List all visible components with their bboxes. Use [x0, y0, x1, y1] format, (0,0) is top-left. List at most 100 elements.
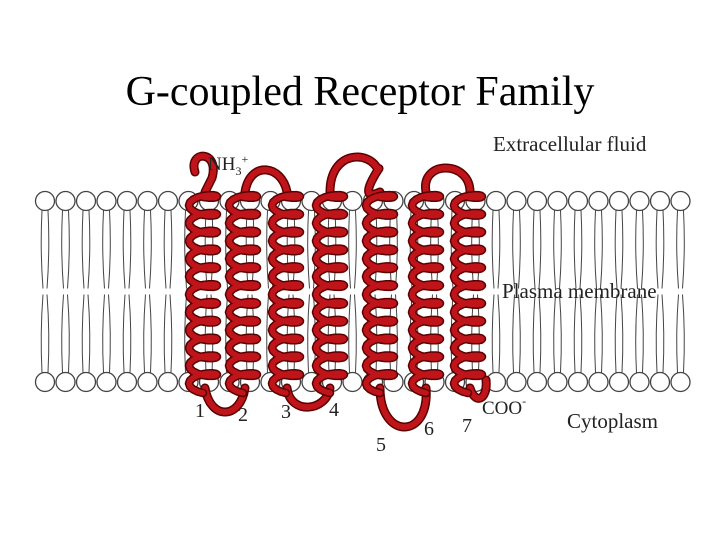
label-plasma-membrane: Plasma membrane [502, 279, 657, 303]
phospholipid-head [137, 371, 158, 393]
protein-loop-fill-3 [242, 166, 290, 195]
protein-loop-fill-1 [191, 153, 217, 195]
lipid-tail [594, 210, 597, 289]
lipid-tail [266, 210, 269, 289]
lipid-tail [87, 294, 91, 373]
lipid-tail [169, 294, 173, 373]
lipid-tail [40, 294, 44, 373]
protein-loop-fill-6 [377, 385, 430, 430]
phospholipid-head [670, 371, 691, 393]
transmembrane-helix-fill-3 [269, 192, 303, 396]
helix-number-7: 7 [462, 415, 472, 437]
lipid-tail [497, 210, 501, 289]
lipid-tail [102, 210, 105, 289]
lipid-tail [184, 210, 187, 289]
transmembrane-helix-fill-1 [186, 192, 220, 396]
phospholipid-head [670, 190, 691, 212]
transmembrane-helix-fill-4 [313, 192, 347, 396]
lipid-tail [538, 210, 542, 289]
c-terminus-superscript: - [522, 394, 526, 408]
transmembrane-helix-fill-5 [363, 192, 397, 396]
lipid-tail [354, 294, 357, 373]
helix-number-2: 2 [238, 404, 248, 426]
transmembrane-helix-fill-6 [409, 192, 443, 396]
lipid-tail [102, 294, 105, 373]
lipid-tail [559, 210, 562, 289]
lipid-tail [682, 294, 685, 373]
lipid-tail [128, 210, 132, 289]
lipid-tail [266, 294, 269, 373]
lipid-tail [122, 294, 126, 373]
lipid-tail [497, 294, 501, 373]
lipid-tail [620, 210, 624, 289]
lipid-tail [635, 294, 638, 373]
lipid-tail [532, 294, 536, 373]
protein-loop-fill-5 [327, 154, 383, 198]
lipid-tail [641, 294, 644, 373]
lipid-tail [67, 294, 70, 373]
lipid-tail [348, 210, 351, 289]
helix-number-3: 3 [281, 401, 291, 423]
lipid-tail [307, 294, 310, 373]
helix-number-6: 6 [424, 418, 434, 440]
phospholipid-head [116, 371, 138, 393]
lipid-tail [163, 210, 167, 289]
phospholipid-head [649, 190, 671, 212]
lipid-tail [143, 210, 146, 289]
phospholipid-head [55, 371, 76, 393]
label-n-terminus: NH3+ [208, 152, 248, 178]
phospholipid-head [506, 371, 527, 393]
phospholipid-head [526, 371, 548, 393]
helix-number-1: 1 [195, 400, 205, 422]
phospholipid-head [96, 371, 117, 393]
lipid-tail [108, 294, 111, 373]
phospholipid-head [567, 371, 589, 393]
lipid-tail [491, 210, 495, 289]
label-cytoplasm: Cytoplasm [567, 409, 658, 433]
lipid-tail [169, 210, 173, 289]
phospholipid-head [137, 190, 158, 212]
lipid-tail [67, 210, 70, 289]
lipid-tail [518, 210, 521, 289]
lipid-tail [614, 294, 618, 373]
lipid-tail [46, 294, 50, 373]
lipid-tail [518, 294, 521, 373]
lipid-tail [108, 210, 111, 289]
lipid-tail [491, 294, 495, 373]
lipid-tail [532, 210, 536, 289]
c-terminus-base: COO [482, 398, 522, 419]
lipid-tail [661, 294, 665, 373]
lipid-tail [661, 210, 665, 289]
transmembrane-helix-fill-2 [226, 192, 260, 396]
phospholipid-head [157, 190, 179, 212]
lipid-tail [163, 294, 167, 373]
lipid-tail [81, 294, 85, 373]
lipid-tail [354, 210, 357, 289]
lipid-tail [143, 294, 146, 373]
lipid-tail [46, 210, 50, 289]
lipid-tail [559, 294, 562, 373]
phospholipid-head [55, 190, 76, 212]
lipid-tail [614, 210, 618, 289]
phospholipid-head [96, 190, 117, 212]
n-terminus-subscript: 3 [235, 164, 241, 178]
lipid-tail [512, 210, 515, 289]
phospholipid-head [547, 371, 568, 393]
phospholipid-head [116, 190, 138, 212]
lipid-tail [641, 210, 644, 289]
lipid-tail [553, 294, 556, 373]
lipid-tail [682, 210, 685, 289]
lipid-tail [81, 210, 85, 289]
protein-loop-fill-7 [422, 165, 473, 195]
lipid-tail [538, 294, 542, 373]
phospholipid-head [342, 371, 363, 393]
lipid-tail [61, 294, 64, 373]
phospholipid-head [608, 371, 630, 393]
lipid-tail [512, 294, 515, 373]
phospholipid-head [485, 190, 507, 212]
helix-number-5: 5 [376, 434, 386, 456]
lipid-tail [600, 210, 603, 289]
receptor-protein [184, 151, 491, 432]
